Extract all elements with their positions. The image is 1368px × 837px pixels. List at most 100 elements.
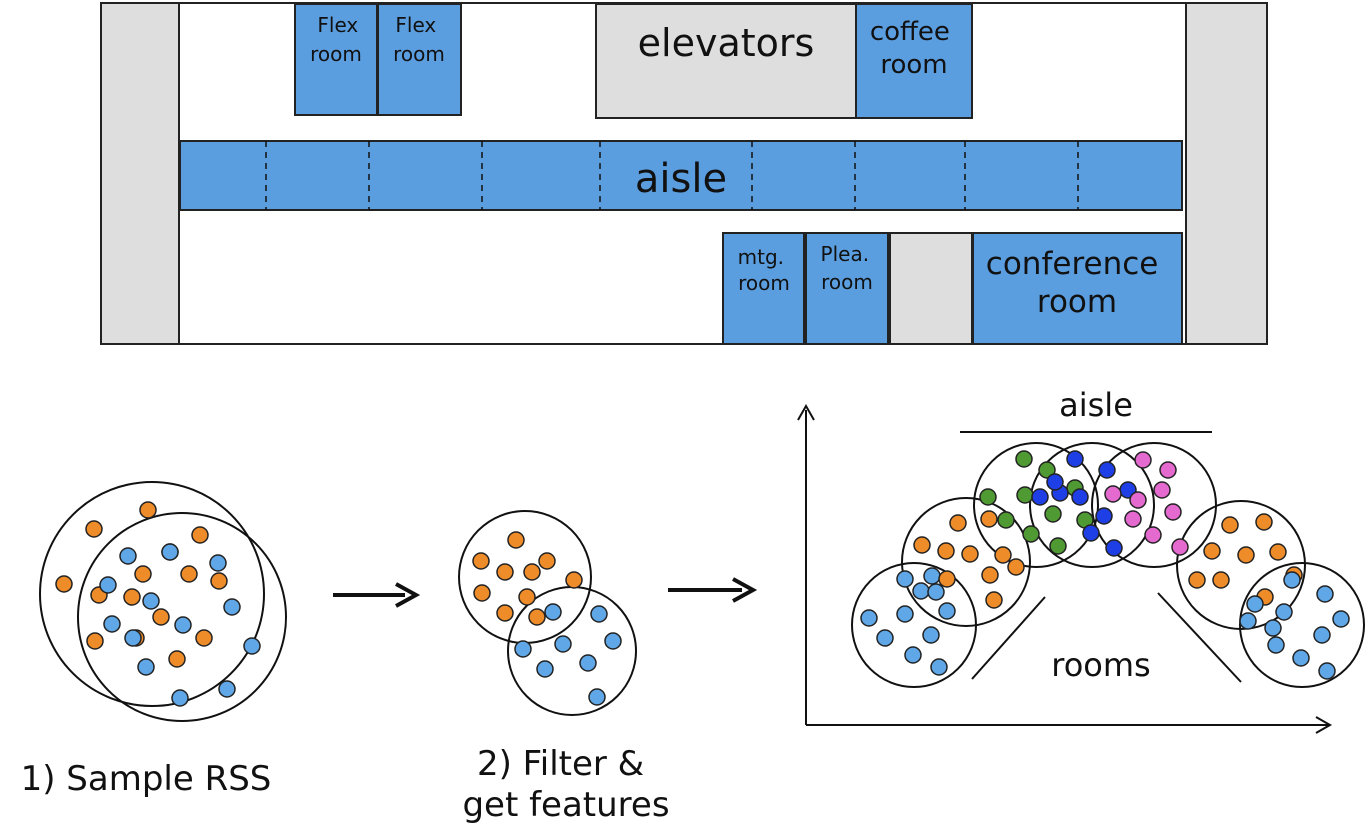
orange-dot (1203, 542, 1221, 560)
orange-dot (1212, 571, 1230, 589)
blue-dot (1292, 649, 1310, 667)
orange-dot (152, 608, 170, 626)
pink-dot (1129, 491, 1147, 509)
step3-dots (860, 450, 1350, 680)
orange-dot (86, 632, 104, 650)
blue-dot (1275, 603, 1293, 621)
pink-dot (1124, 510, 1142, 528)
blue-dot (1332, 610, 1350, 628)
step3-knn-plot: aisle rooms (797, 386, 1365, 734)
cluster-room-blue-right (1239, 562, 1365, 688)
darkblue-dot (1031, 488, 1049, 506)
sample-cluster-circle-b (77, 512, 287, 722)
blue-dot (938, 602, 956, 620)
blue-dot (243, 637, 261, 655)
orange-dot (518, 588, 536, 606)
mtg-room-label: mtg. room (738, 245, 791, 295)
blue-dot (103, 615, 121, 633)
blue-dot (171, 689, 189, 707)
orange-dot (528, 608, 546, 626)
left-wall-block (100, 2, 180, 345)
orange-dot (180, 565, 198, 583)
conference-room-label: conference room (986, 246, 1168, 320)
blue-dot (218, 680, 236, 698)
orange-dot (55, 575, 73, 593)
orange-dot (981, 566, 999, 584)
orange-dot (507, 531, 525, 549)
blue-dot (223, 598, 241, 616)
pink-dot (1159, 461, 1177, 479)
blue-dot (124, 629, 142, 647)
flex-room-2 (377, 3, 462, 116)
flex-room-1 (294, 3, 378, 116)
blue-dot (174, 616, 192, 634)
pink-dot (1104, 485, 1122, 503)
right-wall-block (1185, 2, 1268, 345)
orange-dot (496, 604, 514, 622)
cluster-aisle-green (973, 442, 1099, 568)
blue-dot (1318, 662, 1336, 680)
orange-dot (1269, 543, 1287, 561)
knn-aisle-label: aisle (1059, 386, 1133, 424)
aisle-strip (179, 140, 1183, 211)
aisle-label: aisle (635, 156, 727, 202)
blue-dot (896, 570, 914, 588)
step1-label: 1) Sample RSS (21, 759, 272, 799)
orange-dot (937, 542, 955, 560)
orange-dot (949, 514, 967, 532)
blue-dot (544, 603, 562, 621)
pink-dot (1144, 526, 1162, 544)
orange-dot (191, 526, 209, 544)
orange-dot (168, 650, 186, 668)
blue-dot (912, 582, 930, 600)
plea-room (805, 232, 889, 345)
orange-dot (85, 520, 103, 538)
blue-dot (137, 658, 155, 676)
orange-dot (565, 571, 583, 589)
blue-dot (923, 567, 941, 585)
blue-dot (860, 609, 878, 627)
floor-plan: Flex room Flex room elevators coffee roo… (100, 2, 1268, 345)
orange-dot (134, 565, 152, 583)
green-dot (1049, 537, 1067, 555)
blue-dot (514, 640, 532, 658)
green-dot (1022, 525, 1040, 543)
blue-dot (119, 547, 137, 565)
blue-dot (161, 543, 179, 561)
orange-dot (195, 629, 213, 647)
sample-cluster-circle-a (39, 481, 265, 707)
blue-dot (99, 576, 117, 594)
blue-dot (209, 554, 227, 572)
blue-dot (1316, 585, 1334, 603)
darkblue-dot (1071, 488, 1089, 506)
rooms-pointer-left (971, 596, 1046, 680)
blue-dot (142, 592, 160, 610)
darkblue-dot (1095, 507, 1113, 525)
orange-dot (938, 570, 956, 588)
darkblue-dot (1082, 524, 1100, 542)
blue-dot (896, 605, 914, 623)
mtg-room (722, 232, 805, 345)
blue-dot (588, 688, 606, 706)
gray-room (889, 232, 973, 345)
arrow-2 (668, 577, 758, 603)
darkblue-dot (1046, 473, 1064, 491)
green-dot (1016, 486, 1034, 504)
cluster-aisle-darkblue (1029, 442, 1155, 568)
step2-filter-features (458, 510, 637, 716)
pink-dot (1153, 481, 1171, 499)
darkblue-dot (1098, 461, 1116, 479)
step1-dots (55, 501, 261, 707)
step1-sample-rss (39, 481, 287, 722)
elevators-label: elevators (638, 21, 815, 65)
blue-dot (876, 629, 894, 647)
coffee-room (855, 3, 973, 119)
orange-dot (472, 552, 490, 570)
plea-room-label: Plea. room (821, 242, 876, 294)
blue-dot (1246, 595, 1264, 613)
darkblue-dot (1066, 450, 1084, 468)
orange-dot (1188, 571, 1206, 589)
blue-dot (536, 660, 554, 678)
blue-dot (604, 632, 622, 650)
blue-dot (930, 658, 948, 676)
